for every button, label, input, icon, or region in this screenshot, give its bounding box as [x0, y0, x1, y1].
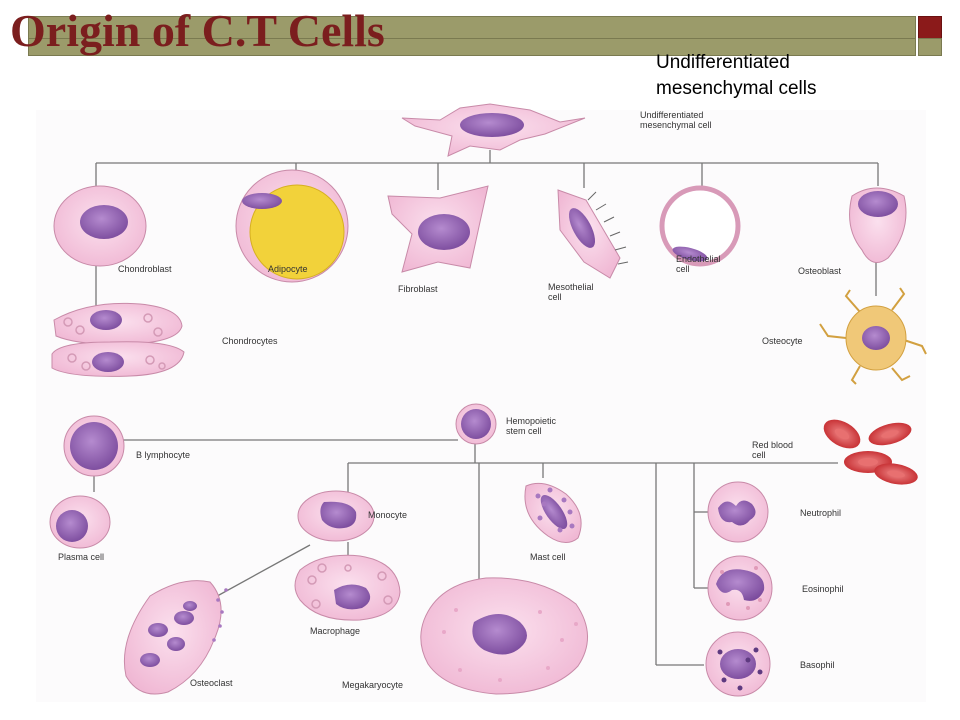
megakaryocyte-cell: [420, 577, 588, 695]
mast-cell: [524, 482, 582, 543]
label-mesothelial-1: Mesothelial: [548, 282, 594, 292]
fibroblast-cell: [387, 185, 489, 273]
mesenchymal-cell: [401, 103, 586, 157]
mesothelial-cell: [557, 189, 629, 279]
label-neutrophil: Neutrophil: [800, 508, 841, 518]
label-mesenchymal-2: mesenchymal cell: [640, 120, 712, 130]
label-endothelial-2: cell: [676, 264, 690, 274]
label-mesenchymal-1: Undifferentiated: [640, 110, 703, 120]
plasma-cell: [49, 495, 111, 549]
label-b-lymphocyte: B lymphocyte: [136, 450, 190, 460]
label-osteocyte: Osteocyte: [762, 336, 803, 346]
chondrocytes-cells: [51, 302, 185, 377]
label-basophil: Basophil: [800, 660, 835, 670]
macrophage-cell: [294, 554, 401, 621]
label-hemopoietic-2: stem cell: [506, 426, 542, 436]
label-chondroblast: Chondroblast: [118, 264, 172, 274]
red-blood-cells: [823, 419, 918, 485]
label-hemopoietic-1: Hemopoietic: [506, 416, 557, 426]
slide-title: Origin of C.T Cells: [10, 5, 385, 56]
label-rbc-2: cell: [752, 450, 766, 460]
hemopoietic-stem-cell: [455, 403, 497, 445]
b-lymphocyte-cell: [63, 415, 125, 477]
label-endothelial-1: Endothelial: [676, 254, 721, 264]
callout-line-1: Undifferentiated: [656, 52, 790, 73]
endothelial-cell: [659, 185, 741, 267]
chondroblast-cell: [53, 185, 147, 267]
adipocyte-cell: [235, 169, 349, 283]
label-macrophage: Macrophage: [310, 626, 360, 636]
monocyte-cell: [297, 490, 375, 542]
callout-text: Undifferentiated mesenchymal cells: [656, 50, 916, 102]
osteoclast-cell: [123, 580, 228, 695]
label-mesothelial-2: cell: [548, 292, 562, 302]
label-megakaryocyte: Megakaryocyte: [342, 680, 403, 690]
label-osteoblast: Osteoblast: [798, 266, 842, 276]
eosinophil-cell: [707, 555, 773, 621]
label-rbc-1: Red blood: [752, 440, 793, 450]
label-mast-cell: Mast cell: [530, 552, 566, 562]
label-eosinophil: Eosinophil: [802, 584, 844, 594]
label-adipocyte: Adipocyte: [268, 264, 308, 274]
label-chondrocytes: Chondrocytes: [222, 336, 278, 346]
label-fibroblast: Fibroblast: [398, 284, 438, 294]
osteocyte-cell: [819, 287, 927, 385]
title-banner-bottom: [28, 38, 916, 56]
callout-line-2: mesenchymal cells: [656, 78, 817, 99]
label-monocyte: Monocyte: [368, 510, 407, 520]
neutrophil-cell: [707, 481, 769, 543]
basophil-cell: [705, 631, 771, 697]
label-plasma-cell: Plasma cell: [58, 552, 104, 562]
connector-lines: [93, 150, 879, 666]
osteoblast-cell: [849, 187, 907, 263]
label-osteoclast: Osteoclast: [190, 678, 233, 688]
accent-square-lower: [918, 38, 942, 56]
